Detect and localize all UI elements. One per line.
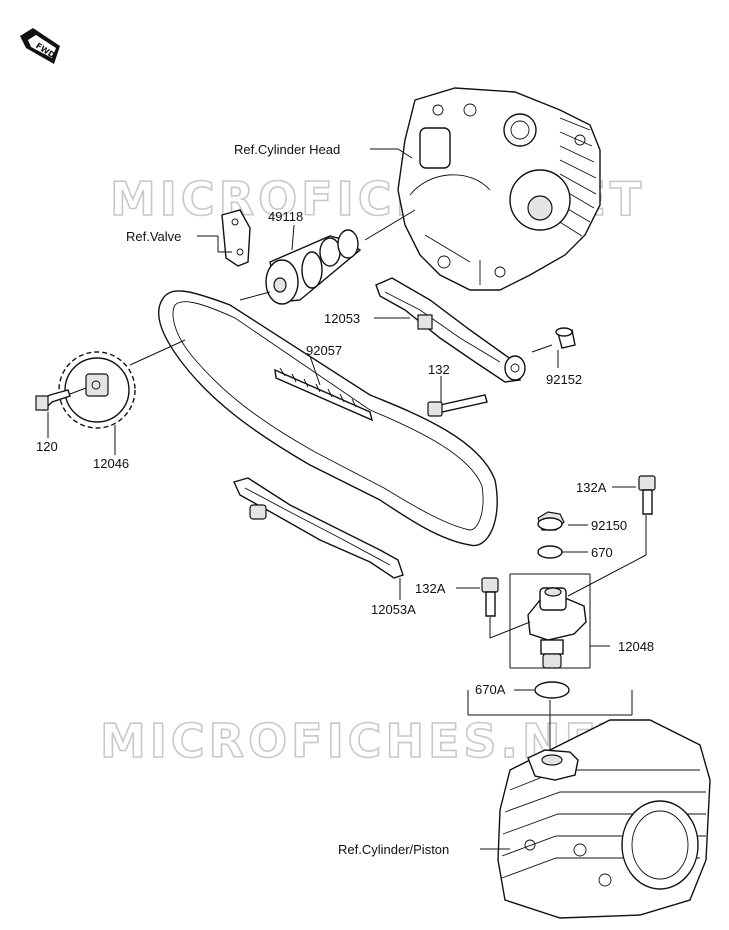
cylinder-block-drawing: [497, 719, 711, 919]
label-ref-cylinder-piston: Ref.Cylinder/Piston: [338, 842, 449, 857]
label-132a-top: 132A: [576, 480, 607, 495]
tensioner-12048-drawing: [527, 587, 587, 669]
label-49118: 49118: [268, 209, 303, 224]
label-12048: 12048: [618, 639, 654, 654]
tensioner-guide-upper-drawing: [375, 277, 526, 383]
label-670a: 670A: [475, 682, 506, 697]
sprocket-drawing: [58, 351, 136, 429]
label-12053: 12053: [324, 311, 360, 326]
o-ring-670a-drawing: [534, 681, 570, 699]
cylinder-head-drawing: [397, 87, 601, 291]
bolt-132a-mid-drawing: [481, 577, 499, 617]
cam-chain-drawing: [157, 290, 498, 547]
label-ref-cylinder-head: Ref.Cylinder Head: [234, 142, 340, 157]
label-132a-mid: 132A: [415, 581, 446, 596]
bolt-120-drawing: [35, 389, 71, 412]
pin-92152-drawing: [555, 327, 576, 349]
cap-bolt-92150-drawing: [537, 511, 565, 531]
label-12046: 12046: [93, 456, 129, 471]
bolt-132a-top-drawing: [638, 475, 656, 515]
label-92152: 92152: [546, 372, 582, 387]
label-92057: 92057: [306, 343, 342, 358]
bolt-132-drawing: [427, 394, 488, 417]
chain-guide-lower-drawing: [233, 477, 404, 579]
label-12053a: 12053A: [371, 602, 416, 617]
label-92150: 92150: [591, 518, 627, 533]
camshaft-drawing: [265, 229, 362, 305]
fwd-arrow-icon: FWD: [20, 28, 60, 64]
leader-lines: [47, 148, 647, 850]
label-132: 132: [428, 362, 450, 377]
o-ring-670-drawing: [537, 545, 563, 559]
label-670: 670: [591, 545, 613, 560]
label-120: 120: [36, 439, 58, 454]
label-ref-valve: Ref.Valve: [126, 229, 181, 244]
